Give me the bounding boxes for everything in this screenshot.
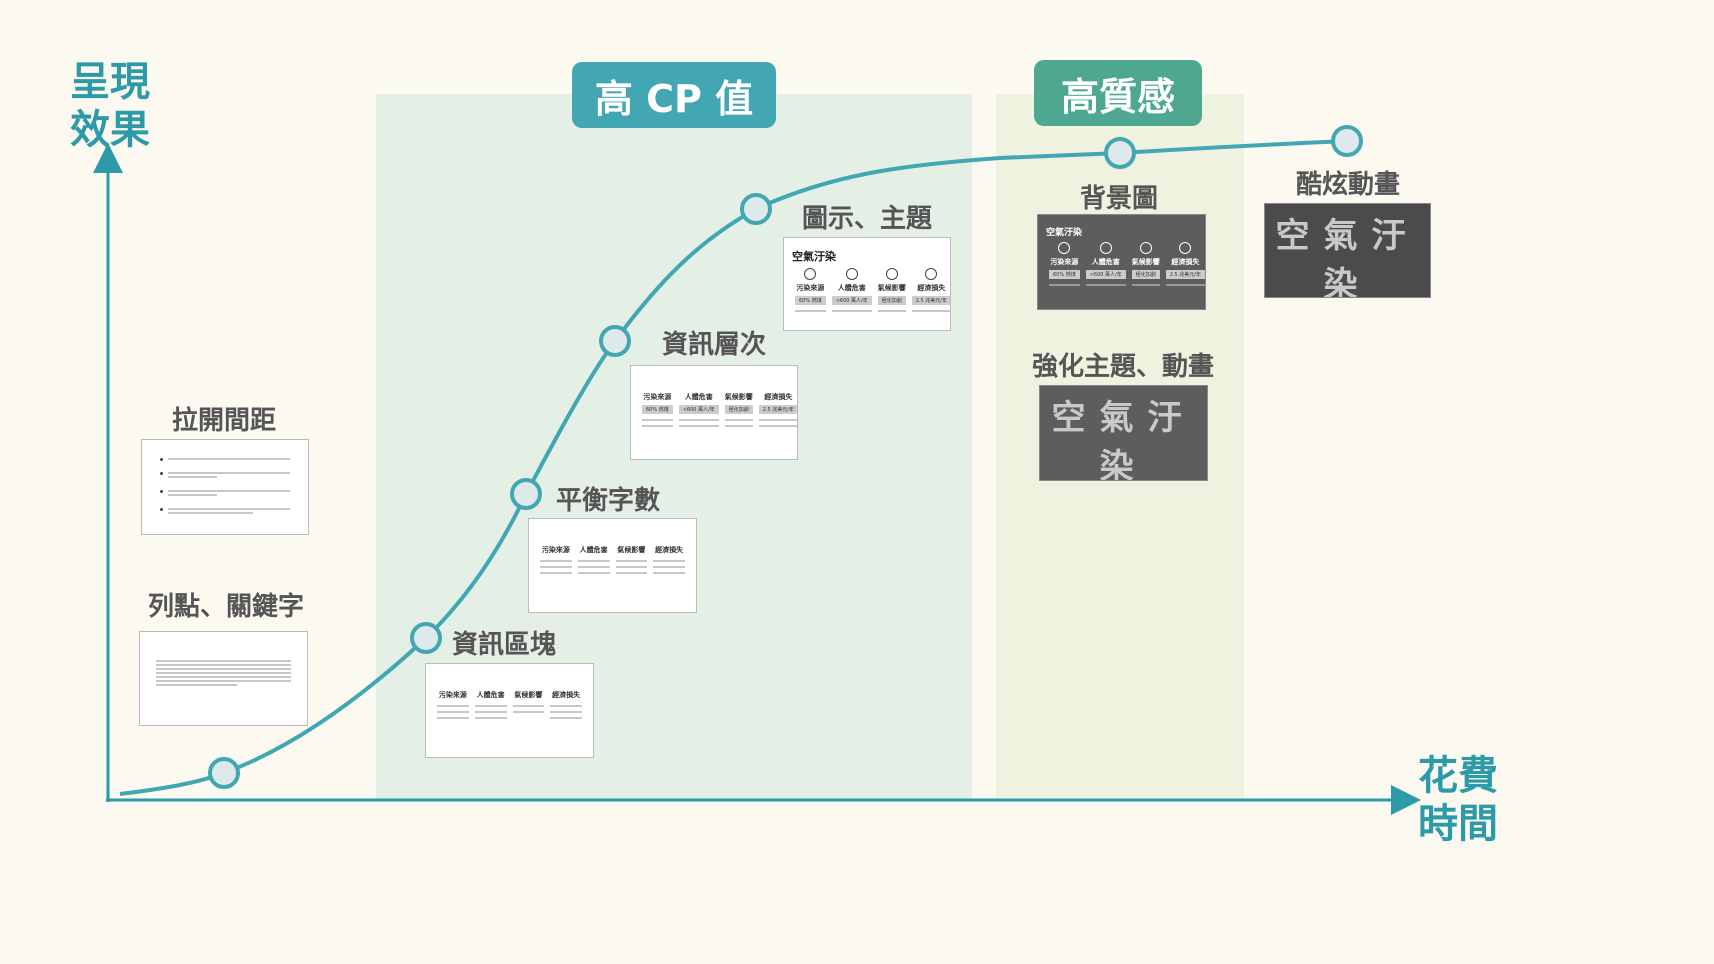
slide-thumbnail-paragraph <box>139 631 308 726</box>
stage-label-blocks: 資訊區塊 <box>452 630 557 660</box>
curve-point <box>740 193 772 225</box>
health-icon <box>1099 242 1112 254</box>
source-icon <box>1058 242 1071 254</box>
slide-thumbnail-blocks: 污染來源 人體危害 氣候影響 經濟損失 <box>425 663 594 758</box>
slide-thumbnail-balanced: 污染來源 人體危害 氣候影響 經濟損失 <box>528 518 697 613</box>
slide-thumbnail-bullets <box>141 439 309 535</box>
curve-point <box>1104 137 1136 169</box>
stage-label-background: 背景圖 <box>1080 184 1159 214</box>
money-icon <box>925 268 938 280</box>
stage-label-hierarchy: 資訊層次 <box>662 330 767 360</box>
curve-point <box>1331 125 1363 157</box>
climate-icon <box>1139 242 1152 254</box>
curve-point <box>410 622 442 654</box>
curve-point <box>208 757 240 789</box>
high-cp-badge: 高 CP 值 <box>572 62 776 128</box>
stage-label-balance: 平衡字數 <box>556 486 661 516</box>
money-icon <box>1179 242 1192 254</box>
stage-label-cool-animation: 酷炫動畫 <box>1296 170 1401 200</box>
climate-icon <box>885 268 898 280</box>
stage-label-icons-theme: 圖示、主題 <box>802 204 933 234</box>
stage-label-theme-animation: 強化主題、動畫 <box>1032 352 1215 382</box>
health-icon <box>845 268 858 280</box>
curve-point <box>599 325 631 357</box>
source-icon <box>804 268 817 280</box>
stage-label-spacing: 拉開間距 <box>172 406 277 436</box>
stage-label-bullets: 列點、關鍵字 <box>148 592 305 622</box>
high-quality-badge: 高質感 <box>1034 60 1202 126</box>
x-axis-label: 花費 時間 <box>1418 753 1498 847</box>
curve-point <box>510 478 542 510</box>
